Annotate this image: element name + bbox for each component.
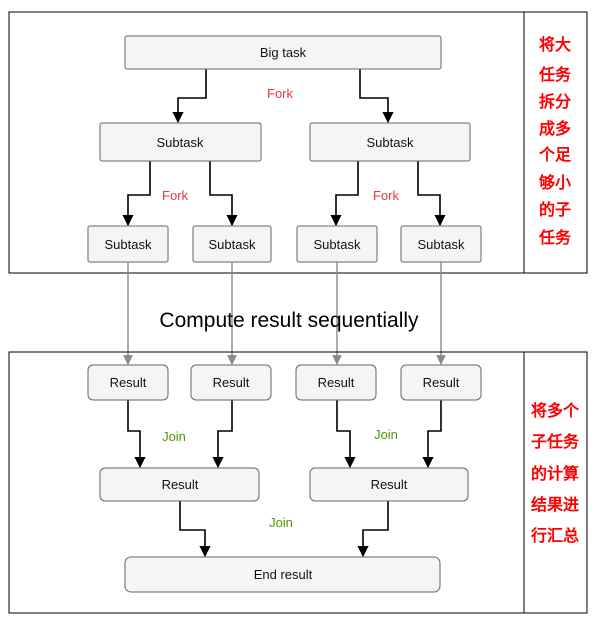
subtask-node-4: Subtask xyxy=(400,225,482,263)
edge-big-to-subtask-right xyxy=(359,69,394,124)
side-note-merge-line-2: 子任务 xyxy=(531,432,580,451)
side-note-split-line-2: 任务 xyxy=(538,65,572,84)
side-note-split-line-3: 拆分 xyxy=(539,92,571,111)
side-note-split-line-4: 成多 xyxy=(539,119,571,138)
bottom-section-frame xyxy=(8,351,588,614)
edge-left-to-end xyxy=(179,501,211,558)
edge-subtask-left-to-2 xyxy=(209,161,238,227)
side-note-merge-line-3: 的计算 xyxy=(531,464,579,483)
fork-label-top: Fork xyxy=(267,86,294,101)
result-node-4: Result xyxy=(400,364,482,401)
result-node-1: Result xyxy=(87,364,169,401)
top-section-frame xyxy=(8,11,588,274)
side-note-split: 将大 任务 拆分 成多 个足 够小 的子 任务 xyxy=(538,35,572,247)
side-note-merge-line-1: 将多个 xyxy=(531,401,580,420)
join-label-left: Join xyxy=(162,429,186,444)
subtask-1-label: Subtask xyxy=(105,237,152,252)
edge-subtask-right-to-3 xyxy=(330,161,359,227)
edge-result-4-to-right xyxy=(422,400,442,469)
side-note-split-line-6: 够小 xyxy=(538,173,571,192)
side-note-split-line-1: 将大 xyxy=(539,35,571,54)
join-label-bottom: Join xyxy=(269,515,293,530)
subtask-node-2: Subtask xyxy=(192,225,272,263)
result-1-label: Result xyxy=(110,375,147,390)
edge-subtask-left-to-1 xyxy=(122,161,151,227)
side-note-merge-line-4: 结果进 xyxy=(530,495,579,514)
subtask-2-label: Subtask xyxy=(209,237,256,252)
edge-right-to-end xyxy=(357,501,389,558)
result-node-2: Result xyxy=(190,364,272,401)
side-note-split-line-5: 个足 xyxy=(538,145,572,164)
subtask-node-1: Subtask xyxy=(87,225,169,263)
subtask-left-label: Subtask xyxy=(157,135,204,150)
side-note-merge: 将多个 子任务 的计算 结果进 行汇总 xyxy=(530,401,580,545)
result-left-label: Result xyxy=(162,477,199,492)
edge-big-to-subtask-left xyxy=(172,69,207,124)
subtask-3-label: Subtask xyxy=(314,237,361,252)
fork-label-left: Fork xyxy=(162,188,189,203)
subtask-node-3: Subtask xyxy=(296,225,378,263)
result-3-label: Result xyxy=(318,375,355,390)
edge-result-1-to-left xyxy=(127,400,146,469)
join-label-right: Join xyxy=(374,427,398,442)
edge-result-2-to-left xyxy=(212,400,233,469)
result-node-3: Result xyxy=(295,364,377,401)
subtask-4-label: Subtask xyxy=(418,237,465,252)
end-result-label: End result xyxy=(254,567,313,582)
edge-subtask-right-to-4 xyxy=(417,161,446,227)
big-task-node: Big task xyxy=(124,35,442,70)
compute-caption: Compute result sequentially xyxy=(159,309,419,332)
result-2-label: Result xyxy=(213,375,250,390)
subtask-node-right: Subtask xyxy=(309,122,471,162)
side-note-split-line-8: 任务 xyxy=(538,228,572,247)
subtask-right-label: Subtask xyxy=(367,135,414,150)
side-note-merge-line-5: 行汇总 xyxy=(530,526,579,545)
result-right-label: Result xyxy=(371,477,408,492)
result-node-right: Result xyxy=(309,467,469,502)
fork-label-right: Fork xyxy=(373,188,400,203)
subtask-node-left: Subtask xyxy=(99,122,262,162)
edge-result-3-to-right xyxy=(336,400,356,469)
end-result-node: End result xyxy=(124,556,441,593)
result-node-left: Result xyxy=(99,467,260,502)
side-note-split-line-7: 的子 xyxy=(539,200,571,219)
result-4-label: Result xyxy=(423,375,460,390)
big-task-label: Big task xyxy=(260,45,307,60)
